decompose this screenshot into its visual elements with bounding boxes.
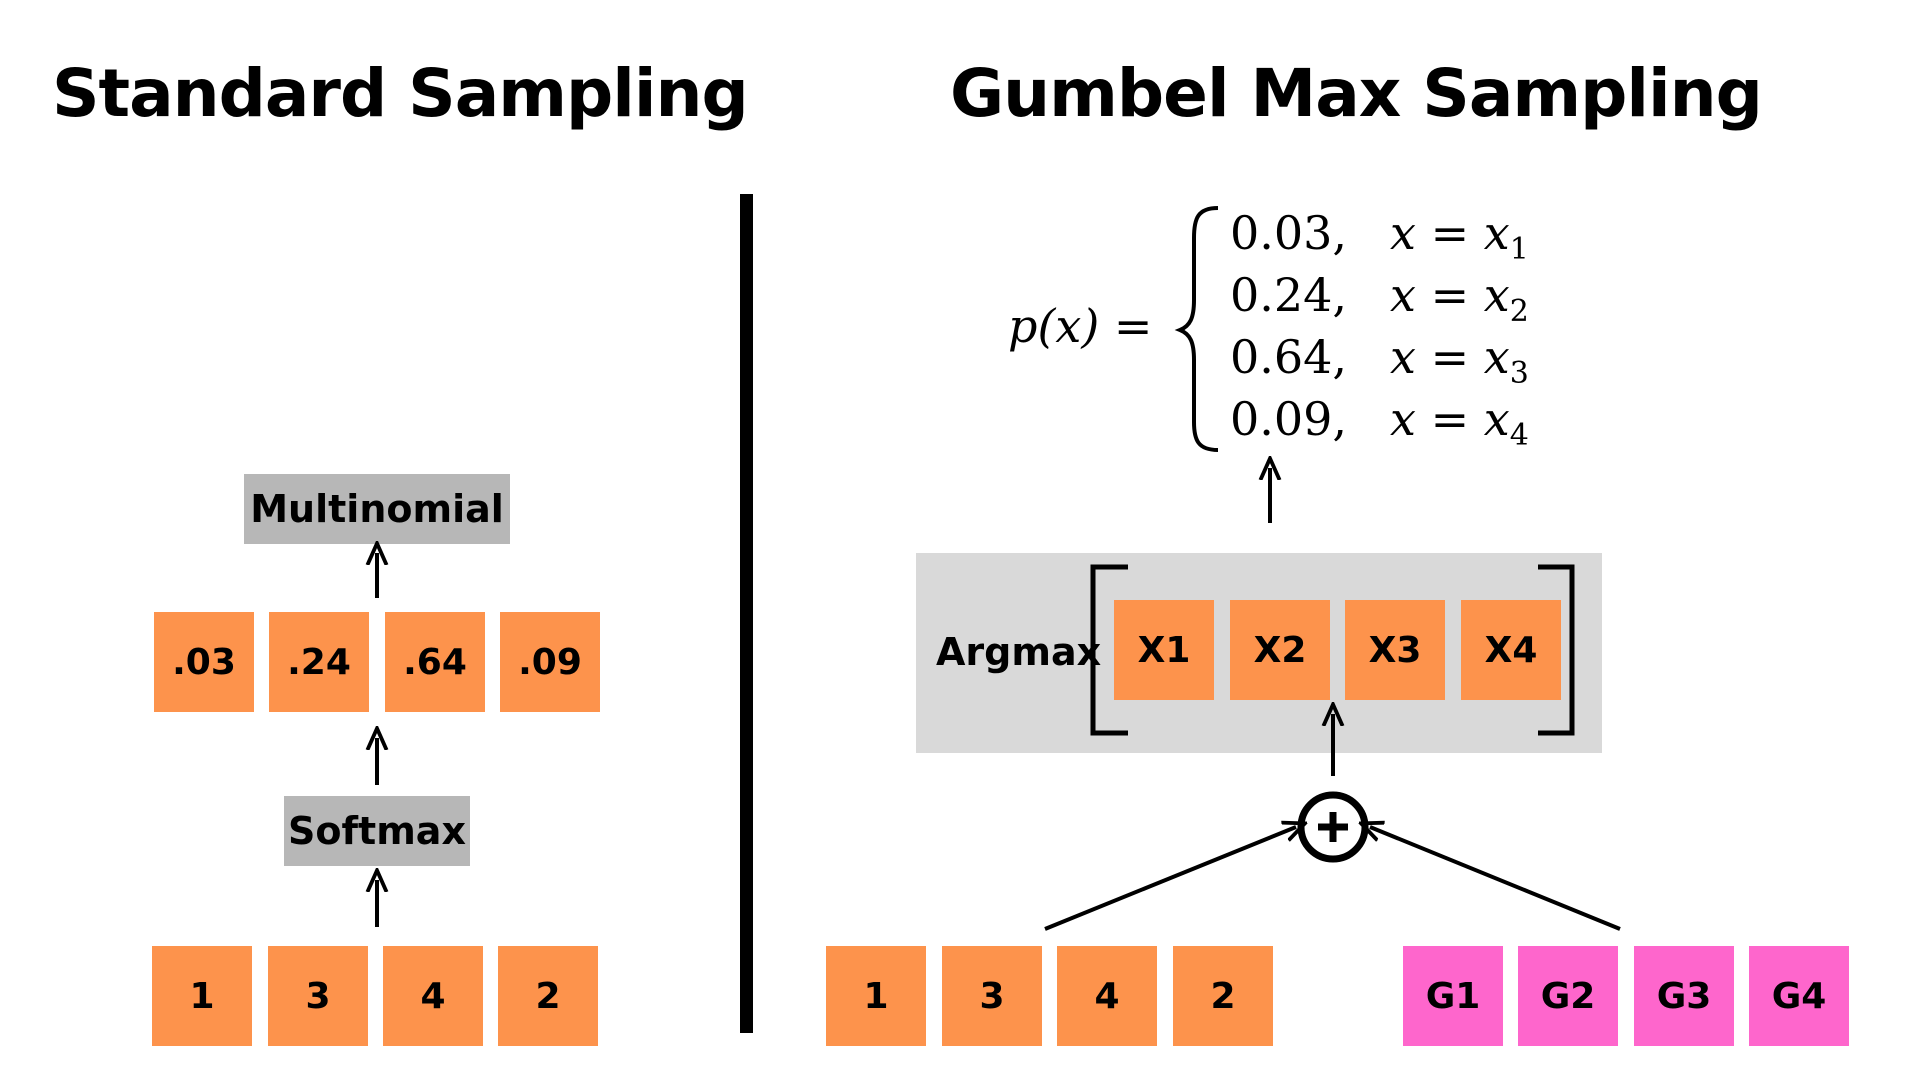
probability-box: .09 xyxy=(500,612,600,712)
gumbel-noise-box: G3 xyxy=(1634,946,1734,1046)
logits-to-plus-arrow xyxy=(1044,827,1296,931)
case-sym: x xyxy=(1483,330,1510,384)
plus-circle-icon xyxy=(1297,791,1369,863)
probability-box: .64 xyxy=(385,612,485,712)
case-var: x xyxy=(1390,330,1416,384)
case-value: 0.09, xyxy=(1230,392,1348,446)
case-sub: 3 xyxy=(1509,356,1529,391)
case-var: x xyxy=(1390,392,1416,446)
gumbel-noise-box: G1 xyxy=(1403,946,1503,1046)
case-condition: x = x4 xyxy=(1390,392,1529,453)
case-var: x xyxy=(1390,268,1416,322)
argmax-item-box: X2 xyxy=(1230,600,1330,700)
gumbel-noise-box: G2 xyxy=(1518,946,1618,1046)
case-value: 0.03, xyxy=(1230,206,1348,260)
case-sym: x xyxy=(1483,392,1510,446)
gumbel-logit-box: 1 xyxy=(826,946,926,1046)
gumbel-max-sampling-title: Gumbel Max Sampling xyxy=(950,55,1763,132)
case-sub: 4 xyxy=(1509,418,1529,453)
case-value: 0.64, xyxy=(1230,330,1348,384)
noise-to-plus-arrow xyxy=(1370,827,1621,931)
right-bracket xyxy=(1538,564,1575,736)
probability-box: .24 xyxy=(269,612,369,712)
case-sub: 2 xyxy=(1509,294,1529,329)
formula-lhs-text: p(x) = xyxy=(1008,299,1153,353)
case-sub: 1 xyxy=(1509,232,1529,267)
probability-box: .03 xyxy=(154,612,254,712)
left-bracket xyxy=(1090,564,1128,736)
argmax-item-box: X1 xyxy=(1114,600,1214,700)
standard-logit-box: 1 xyxy=(152,946,252,1046)
case-condition: x = x2 xyxy=(1390,268,1529,329)
case-eq: = xyxy=(1415,330,1484,384)
standard-logit-box: 2 xyxy=(498,946,598,1046)
standard-sampling-title: Standard Sampling xyxy=(52,55,749,132)
case-sym: x xyxy=(1483,268,1510,322)
case-var: x xyxy=(1390,206,1416,260)
case-eq: = xyxy=(1415,392,1484,446)
case-condition: x = x1 xyxy=(1390,206,1529,267)
standard-logit-box: 4 xyxy=(383,946,483,1046)
gumbel-logit-box: 2 xyxy=(1173,946,1273,1046)
gumbel-logit-box: 3 xyxy=(942,946,1042,1046)
softmax-box: Softmax xyxy=(284,796,470,866)
case-eq: = xyxy=(1415,268,1484,322)
multinomial-box: Multinomial xyxy=(244,474,510,544)
case-sym: x xyxy=(1483,206,1510,260)
case-condition: x = x3 xyxy=(1390,330,1529,391)
argmax-label: Argmax xyxy=(936,630,1102,674)
gumbel-noise-box: G4 xyxy=(1749,946,1849,1046)
section-divider xyxy=(740,194,753,1033)
gumbel-logit-box: 4 xyxy=(1057,946,1157,1046)
formula-lhs: p(x) = xyxy=(1008,303,1152,349)
standard-logit-box: 3 xyxy=(268,946,368,1046)
case-eq: = xyxy=(1415,206,1484,260)
argmax-item-box: X4 xyxy=(1461,600,1561,700)
formula-brace xyxy=(1174,206,1219,452)
argmax-item-box: X3 xyxy=(1345,600,1445,700)
case-value: 0.24, xyxy=(1230,268,1348,322)
